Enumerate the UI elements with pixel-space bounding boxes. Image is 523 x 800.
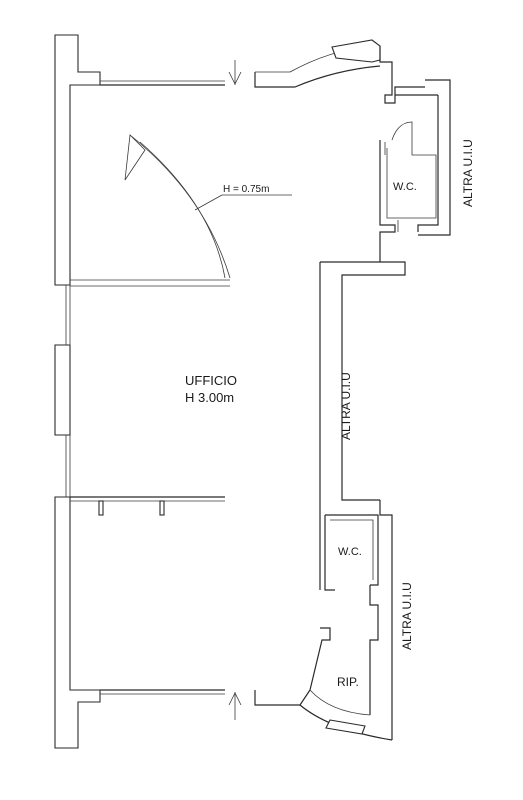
bottom-wc-block	[309, 500, 393, 740]
window-height-label: H = 0.75m	[223, 184, 269, 195]
bottom-wall	[100, 689, 393, 741]
bottom-entrance-arrow	[228, 692, 242, 720]
lower-partition	[70, 496, 225, 516]
neighbor-top-label: ALTRA U.I.U	[461, 139, 475, 207]
window-arc	[70, 134, 231, 287]
top-wc-block	[379, 46, 451, 262]
top-entrance-arrow	[228, 60, 242, 85]
wc-bottom-label: W.C.	[338, 546, 362, 558]
room-height-label: H 3.00m	[185, 390, 234, 405]
room-name-label: UFFICIO	[185, 373, 237, 388]
left-exterior-wall	[54, 34, 101, 749]
neighbor-bottom-label: ALTRA U.I.U	[400, 582, 414, 650]
storage-label: RIP.	[337, 675, 359, 689]
wc-top-label: W.C.	[393, 181, 417, 193]
neighbor-middle-label: ALTRA U.I.U	[339, 372, 353, 440]
right-middle-wall	[319, 261, 406, 590]
window-height-leader	[194, 194, 223, 211]
top-wall	[100, 39, 381, 88]
